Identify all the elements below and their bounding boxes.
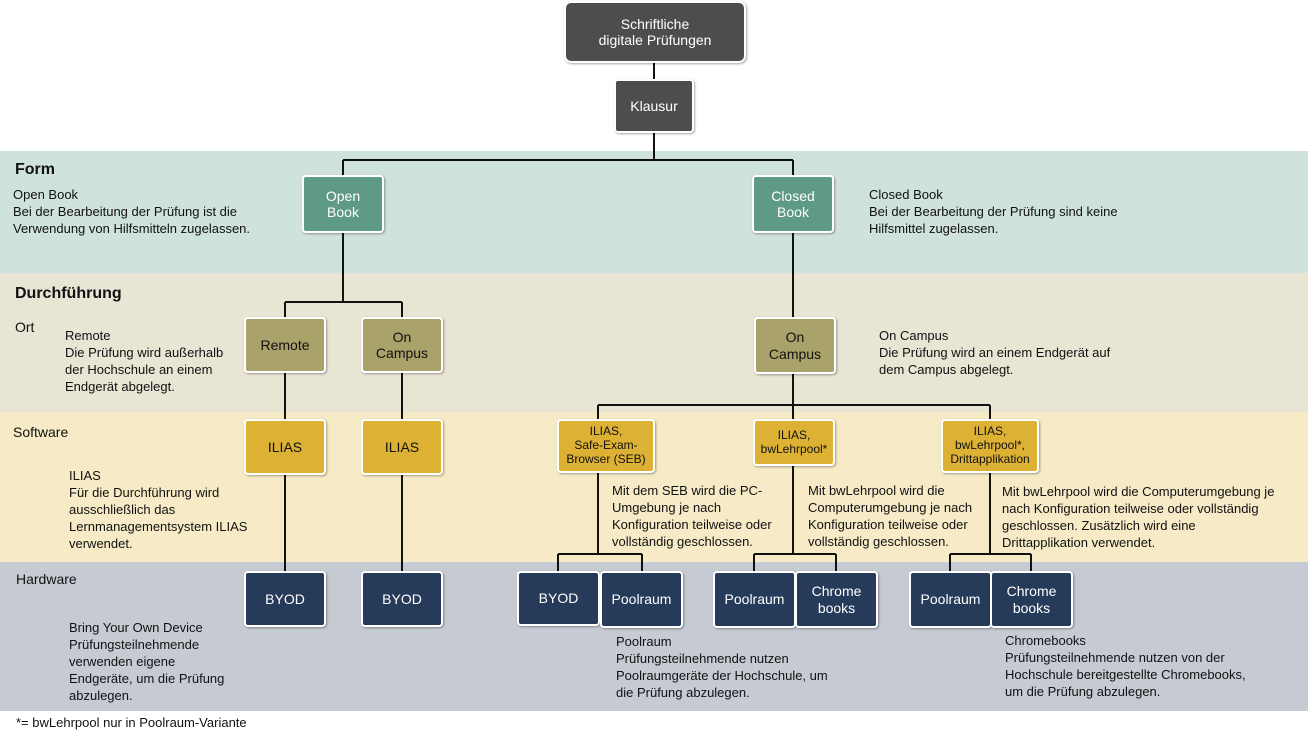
open-book-description: Open Book Bei der Bearbeitung der Prüfun…: [13, 187, 251, 236]
bwlehrpool-description: Mit bwLehrpool wird die Computerumgebung…: [808, 483, 973, 549]
ilias-node-1: ILIAS: [244, 419, 326, 475]
footnote: *= bwLehrpool nur in Poolraum-Variante: [16, 715, 247, 730]
closed-book-node: Closed Book: [752, 175, 834, 233]
root-node: Schriftliche digitale Prüfungen: [564, 1, 746, 63]
ilias-description: ILIAS Für die Durchführung wird ausschli…: [69, 468, 248, 551]
section-durchfuehrung-label: Durchführung: [15, 285, 122, 302]
byod-node-3: BYOD: [517, 571, 600, 626]
open-book-node: Open Book: [302, 175, 384, 233]
form-band: [0, 151, 1308, 273]
byod-node-1: BYOD: [244, 571, 326, 627]
on-campus-description: On Campus Die Prüfung wird an einem Endg…: [879, 328, 1111, 377]
remote-description: Remote Die Prüfung wird außerhalb der Ho…: [65, 328, 224, 394]
ilias-bwlehrpool-drittapplikation-node: ILIAS, bwLehrpool*, Drittapplikation: [941, 419, 1039, 473]
section-software-label: Software: [13, 424, 69, 440]
ilias-node-2: ILIAS: [361, 419, 443, 475]
byod-description: Bring Your Own Device Prüfungsteilnehmen…: [69, 620, 225, 703]
section-form-label: Form: [15, 161, 55, 178]
section-hardware-label: Hardware: [16, 571, 77, 587]
durchfuehrung-band: [0, 273, 1308, 412]
poolraum-description: Poolraum Prüfungsteilnehmende nutzen Poo…: [616, 634, 828, 700]
remote-node: Remote: [244, 317, 326, 373]
chromebooks-node-1: Chrome books: [795, 571, 878, 628]
seb-description: Mit dem SEB wird die PC- Umgebung je nac…: [612, 483, 772, 549]
chromebooks-description: Chromebooks Prüfungsteilnehmende nutzen …: [1005, 633, 1246, 699]
on-campus-right-node: On Campus: [754, 317, 836, 374]
byod-node-2: BYOD: [361, 571, 443, 627]
ilias-seb-node: ILIAS, Safe-Exam- Browser (SEB): [557, 419, 655, 473]
poolraum-node-2: Poolraum: [713, 571, 796, 628]
on-campus-left-node: On Campus: [361, 317, 443, 373]
ilias-bwlehrpool-node: ILIAS, bwLehrpool*: [753, 419, 835, 466]
poolraum-node-1: Poolraum: [600, 571, 683, 628]
closed-book-description: Closed Book Bei der Bearbeitung der Prüf…: [869, 187, 1118, 236]
poolraum-node-3: Poolraum: [909, 571, 992, 628]
klausur-node: Klausur: [614, 79, 694, 133]
chromebooks-node-2: Chrome books: [990, 571, 1073, 628]
bwlehrpool-drittapplikation-description: Mit bwLehrpool wird die Computerumgebung…: [1002, 484, 1275, 550]
section-ort-label: Ort: [15, 319, 35, 335]
